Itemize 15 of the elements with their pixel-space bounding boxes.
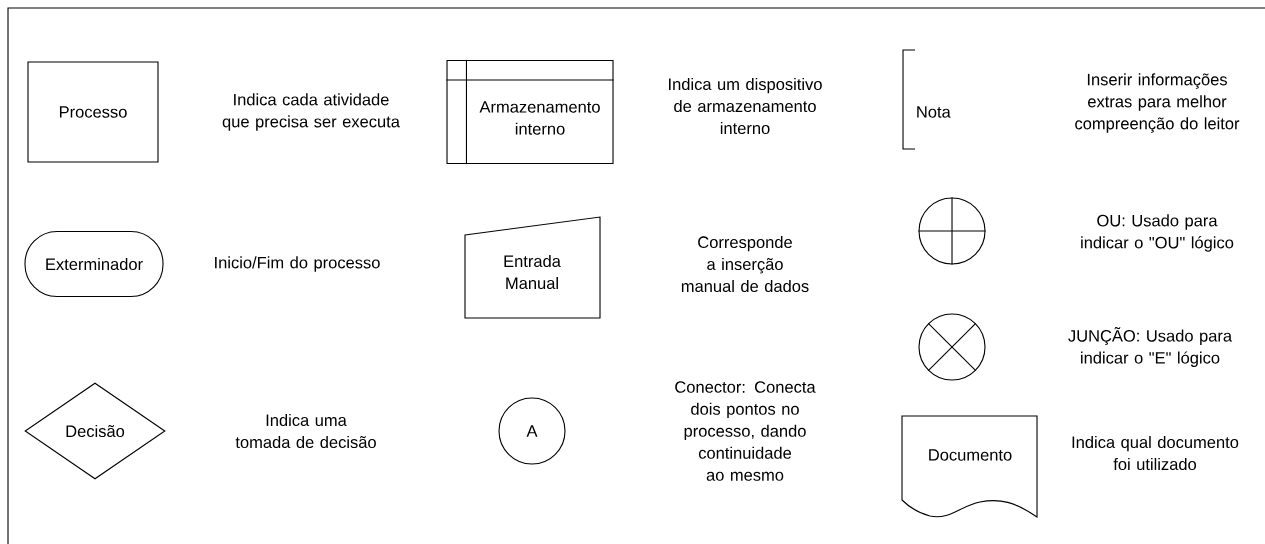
annotation-bracket: Nota [902, 49, 951, 150]
junction-circle-symbol [918, 313, 986, 381]
process-box: Processo [27, 61, 159, 163]
description-text: Indica cada atividade que precisa ser executa [222, 93, 400, 131]
description-text: Inicio/Fim do processo [215, 256, 380, 272]
description-text: Indica qual documento foi utilizado [1072, 435, 1239, 471]
description-text: Corresponde a inserção manual de dados [681, 235, 809, 293]
description-text: Inserir informações extras para melhor compreenção do leitor [1075, 73, 1240, 133]
internal-storage-box: Armazenamento interno [445, 59, 615, 165]
description-text: Indica um dispositivo de armazenamento interno [669, 77, 822, 135]
or-circle-symbol [917, 196, 987, 266]
description-text: JUNÇÃO: Usado para indicar o "E" lógico [1068, 327, 1233, 367]
description-text: Conector: Conecta dois pontos no processo, dando continuidade ao mesmo [675, 381, 816, 481]
description-text: OU: Usado para indicar o "OU" lógico [1081, 214, 1234, 252]
description-text: Indica uma tomada de decisão [235, 413, 376, 449]
